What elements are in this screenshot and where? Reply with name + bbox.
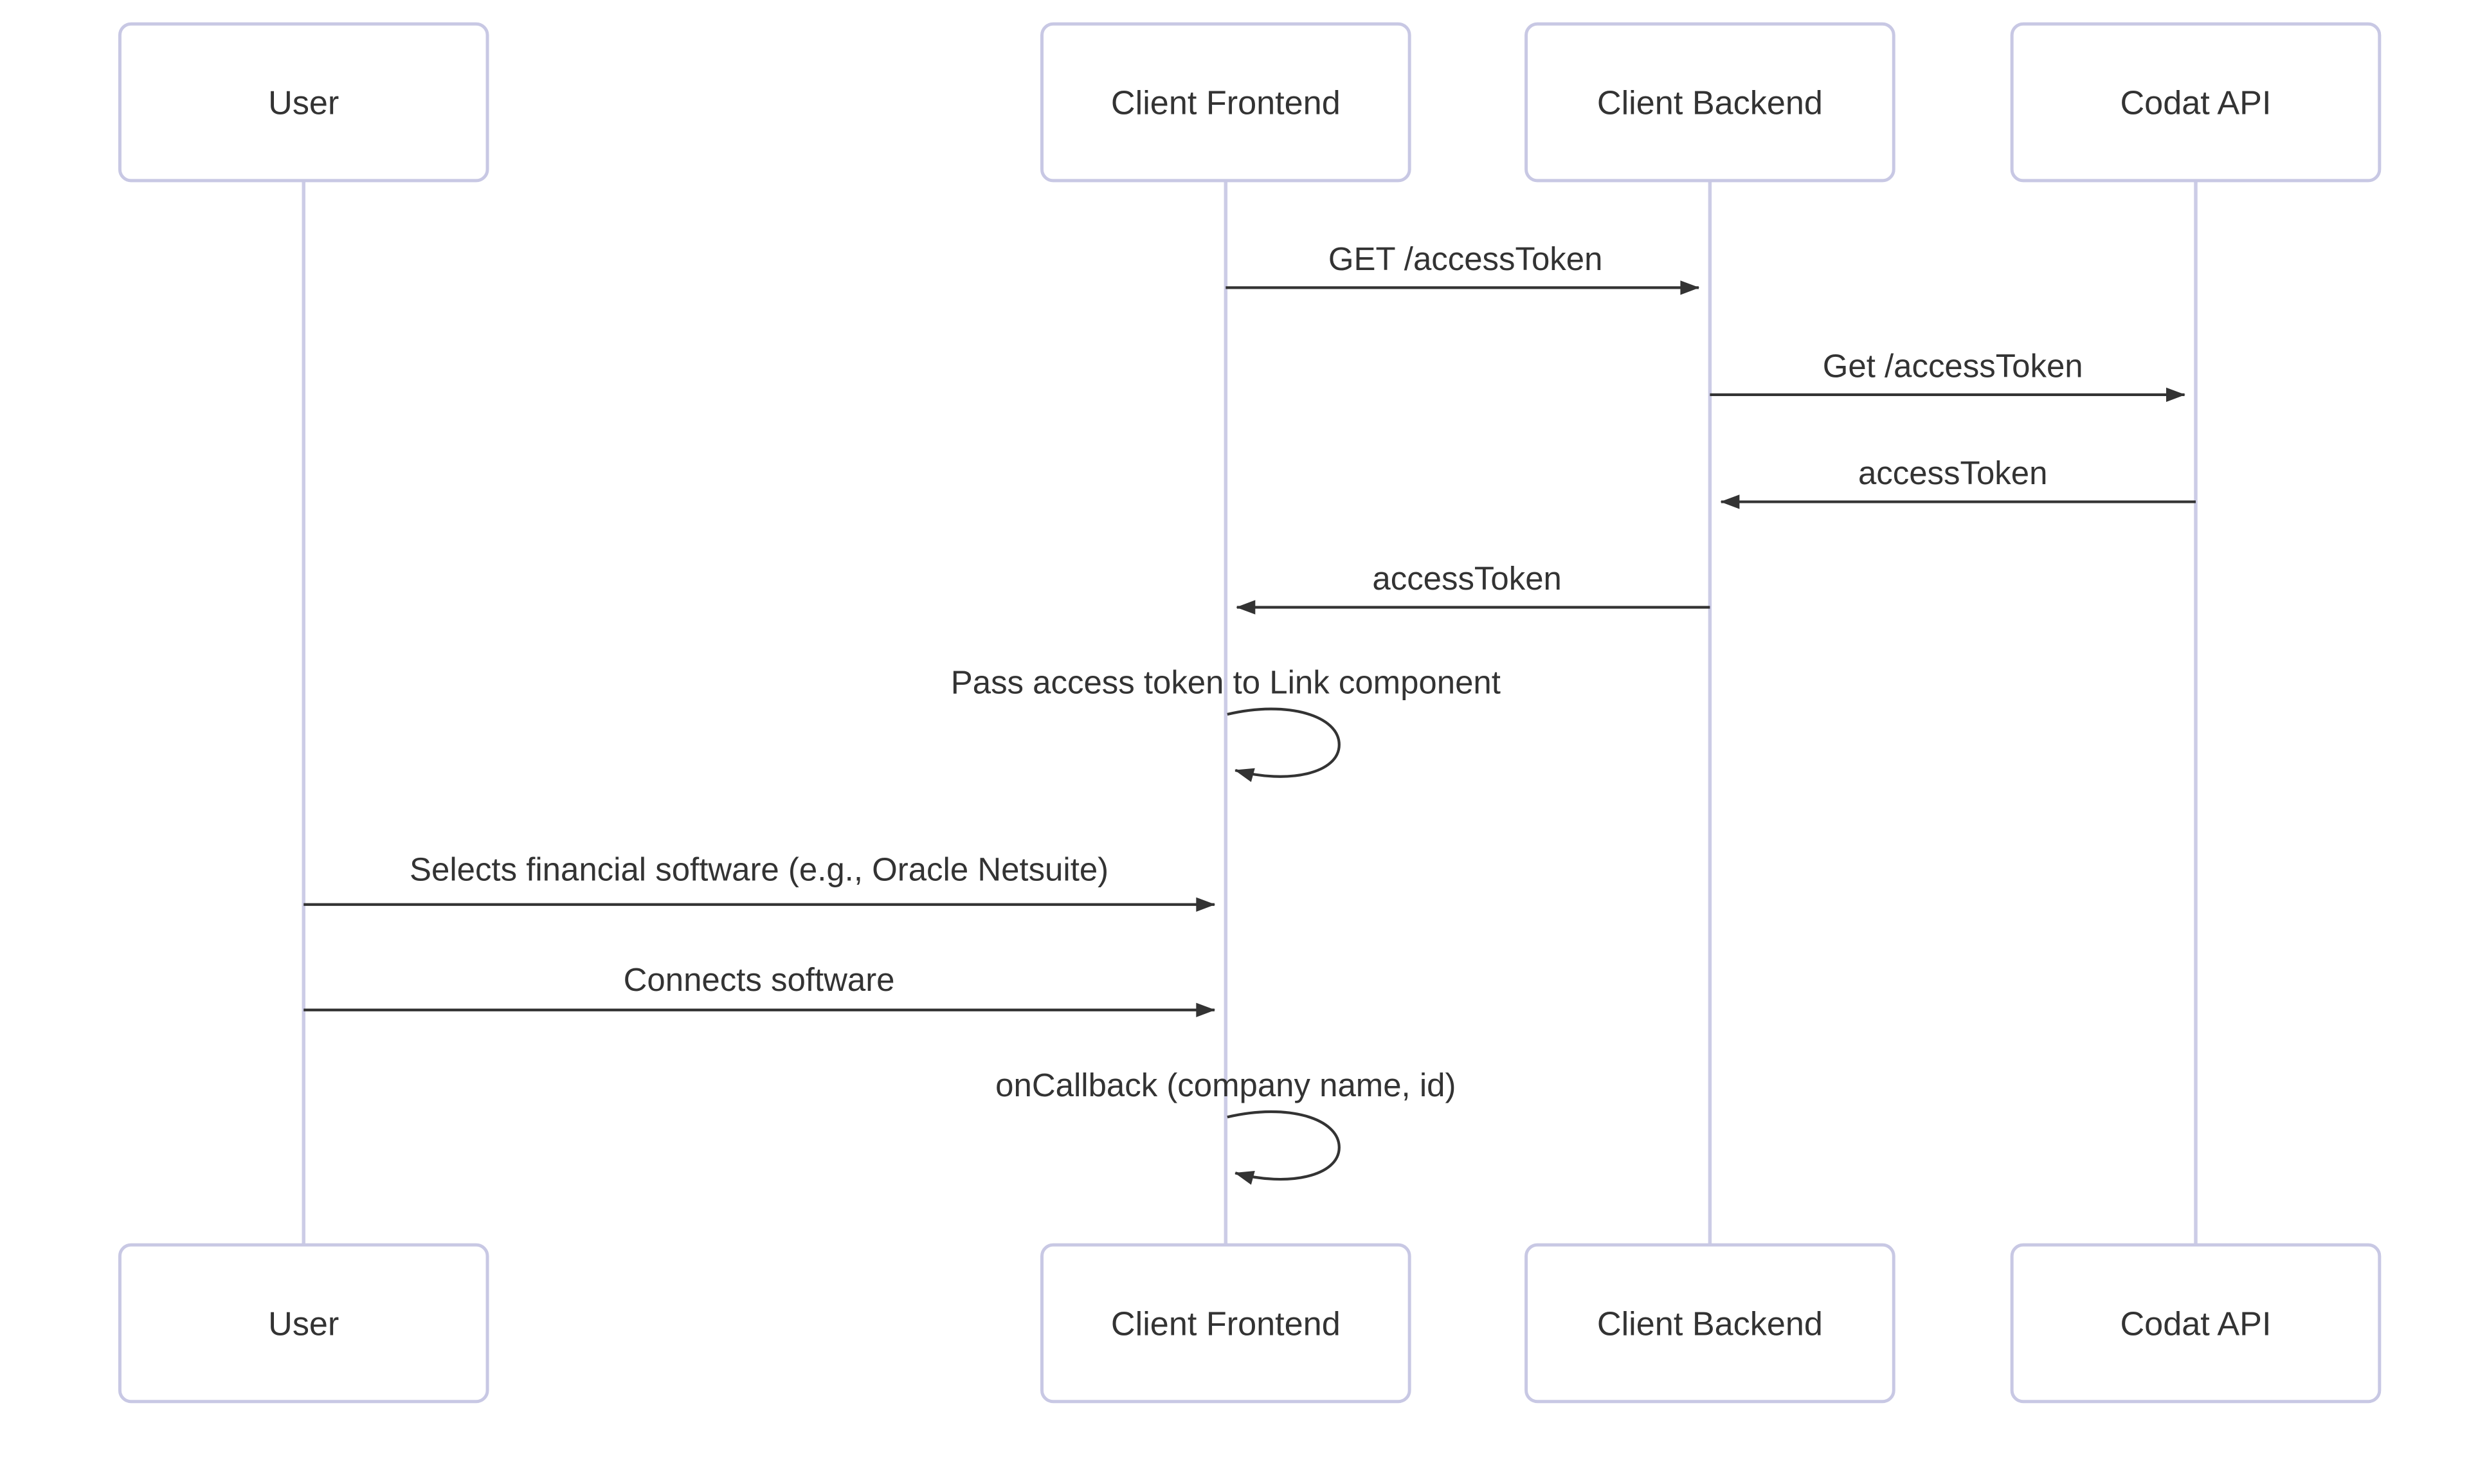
message-label: Get /accessToken	[1823, 348, 2083, 385]
actor-box	[2010, 22, 2382, 183]
actor-label: Client Backend	[1597, 1306, 1823, 1343]
actor-top-client-backend: Client Backend	[1524, 22, 1895, 183]
actor-bottom-client-backend: Client Backend	[1524, 1243, 1895, 1404]
self-loop-arrow	[1227, 707, 1341, 783]
message-pass-access-token: Pass access token to Link component	[951, 664, 1501, 783]
actor-label: Codat API	[2120, 1306, 2271, 1343]
actor-box	[1040, 22, 1411, 183]
actor-bottom-codat-api: Codat API	[2010, 1243, 2382, 1404]
message-accesstoken-to-backend: accessToken	[1720, 455, 2196, 509]
actor-label: Client Frontend	[1111, 85, 1341, 122]
actor-label: Client Frontend	[1111, 1306, 1341, 1343]
message-label: onCallback (company name, id)	[995, 1067, 1456, 1103]
actor-label: Codat API	[2120, 85, 2271, 122]
message-get-accesstoken: GET /accessToken	[1225, 240, 1700, 295]
actor-box	[118, 1243, 489, 1404]
actor-box	[1524, 22, 1895, 183]
actor-box	[1040, 1243, 1411, 1404]
message-selects-software: Selects financial software (e.g., Oracle…	[303, 851, 1216, 912]
message-label: GET /accessToken	[1328, 240, 1603, 277]
message-label: Selects financial software (e.g., Oracle…	[410, 851, 1108, 887]
message-label: Pass access token to Link component	[951, 664, 1501, 701]
lifelines	[302, 177, 2198, 1249]
message-get-accesstoken-codat: Get /accessToken	[1710, 348, 2185, 403]
actor-top-codat-api: Codat API	[2010, 22, 2382, 183]
actor-box	[1524, 1243, 1895, 1404]
actor-box	[2010, 1243, 2382, 1404]
actor-box	[118, 22, 489, 183]
message-accesstoken-to-frontend: accessToken	[1236, 560, 1710, 615]
actor-top-client-frontend: Client Frontend	[1040, 22, 1411, 183]
actor-top-user: User	[118, 22, 489, 183]
message-oncallback: onCallback (company name, id)	[995, 1067, 1456, 1185]
actors-top: User Client Frontend Client Backend Coda…	[118, 22, 2382, 183]
message-label: accessToken	[1372, 560, 1561, 597]
actor-label: Client Backend	[1597, 85, 1823, 122]
self-loop-arrow	[1227, 1110, 1341, 1185]
actors-bottom: User Client Frontend Client Backend Coda…	[118, 1243, 2382, 1404]
actor-label: User	[268, 85, 339, 122]
actor-label: User	[268, 1306, 339, 1343]
actor-bottom-client-frontend: Client Frontend	[1040, 1243, 1411, 1404]
message-connects-software: Connects software	[303, 961, 1216, 1017]
message-label: accessToken	[1858, 455, 2047, 491]
actor-bottom-user: User	[118, 1243, 489, 1404]
message-label: Connects software	[624, 961, 895, 998]
